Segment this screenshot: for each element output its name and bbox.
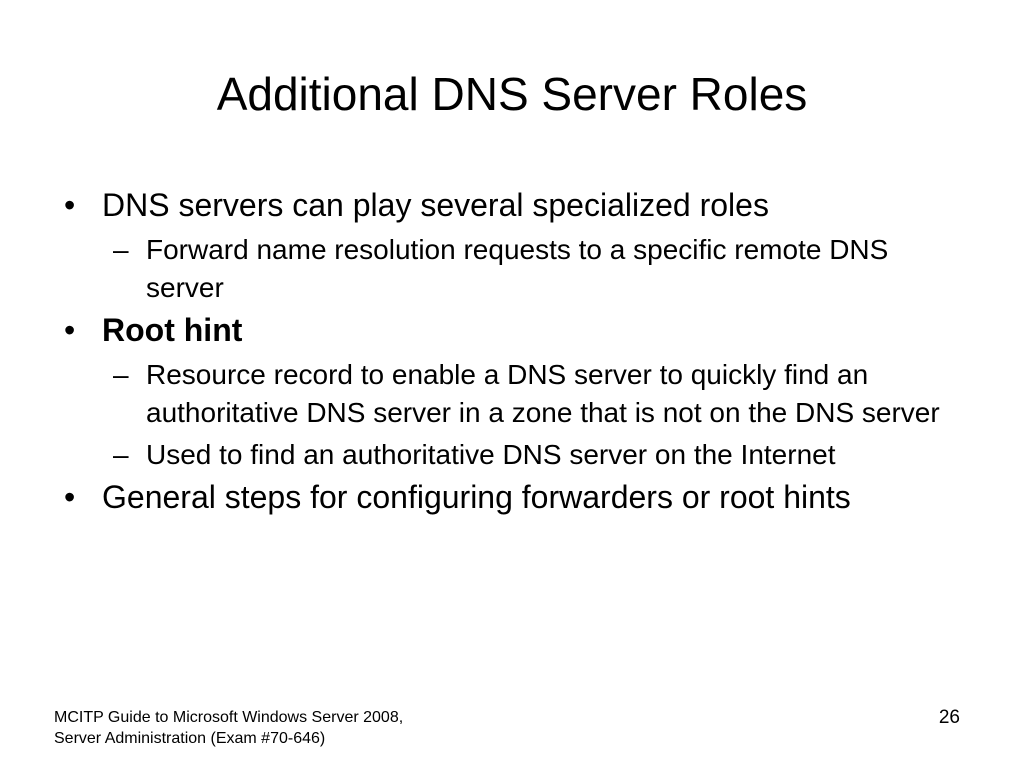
bullet-text: Root hint — [102, 312, 243, 348]
dash-icon: – — [113, 439, 129, 470]
bullet-text: General steps for configuring forwarders… — [102, 479, 851, 515]
bullet-item: • General steps for configuring forwarde… — [0, 478, 1024, 517]
bullet-icon: • — [64, 312, 76, 348]
bullet-item: • Root hint — [0, 311, 1024, 350]
footer-course-line: Server Administration (Exam #70-646) — [54, 730, 326, 747]
bullet-text: DNS servers can play several specialized… — [102, 187, 769, 223]
sub-bullet-text: Forward name resolution requests to a sp… — [146, 234, 889, 303]
page-number: 26 — [938, 707, 960, 728]
bullet-icon: • — [64, 187, 76, 223]
bullet-icon: • — [64, 479, 76, 515]
sub-bullet-item: – Resource record to enable a DNS server… — [0, 356, 1024, 432]
dash-icon: – — [113, 234, 129, 265]
dash-icon: – — [113, 359, 129, 390]
sub-bullet-item: – Forward name resolution requests to a … — [0, 231, 1024, 307]
slide-body: • DNS servers can play several specializ… — [0, 186, 1024, 523]
slide-title: Additional DNS Server Roles — [216, 68, 808, 120]
sub-bullet-item: – Used to find an authoritative DNS serv… — [0, 436, 1024, 474]
bullet-item: • DNS servers can play several specializ… — [0, 186, 1024, 225]
footer-course-info: MCITP Guide to Microsoft Windows Server … — [54, 707, 403, 749]
sub-bullet-text: Used to find an authoritative DNS server… — [146, 439, 836, 470]
footer-course-line: MCITP Guide to Microsoft Windows Server … — [54, 709, 404, 726]
sub-bullet-text: Resource record to enable a DNS server t… — [146, 359, 940, 428]
